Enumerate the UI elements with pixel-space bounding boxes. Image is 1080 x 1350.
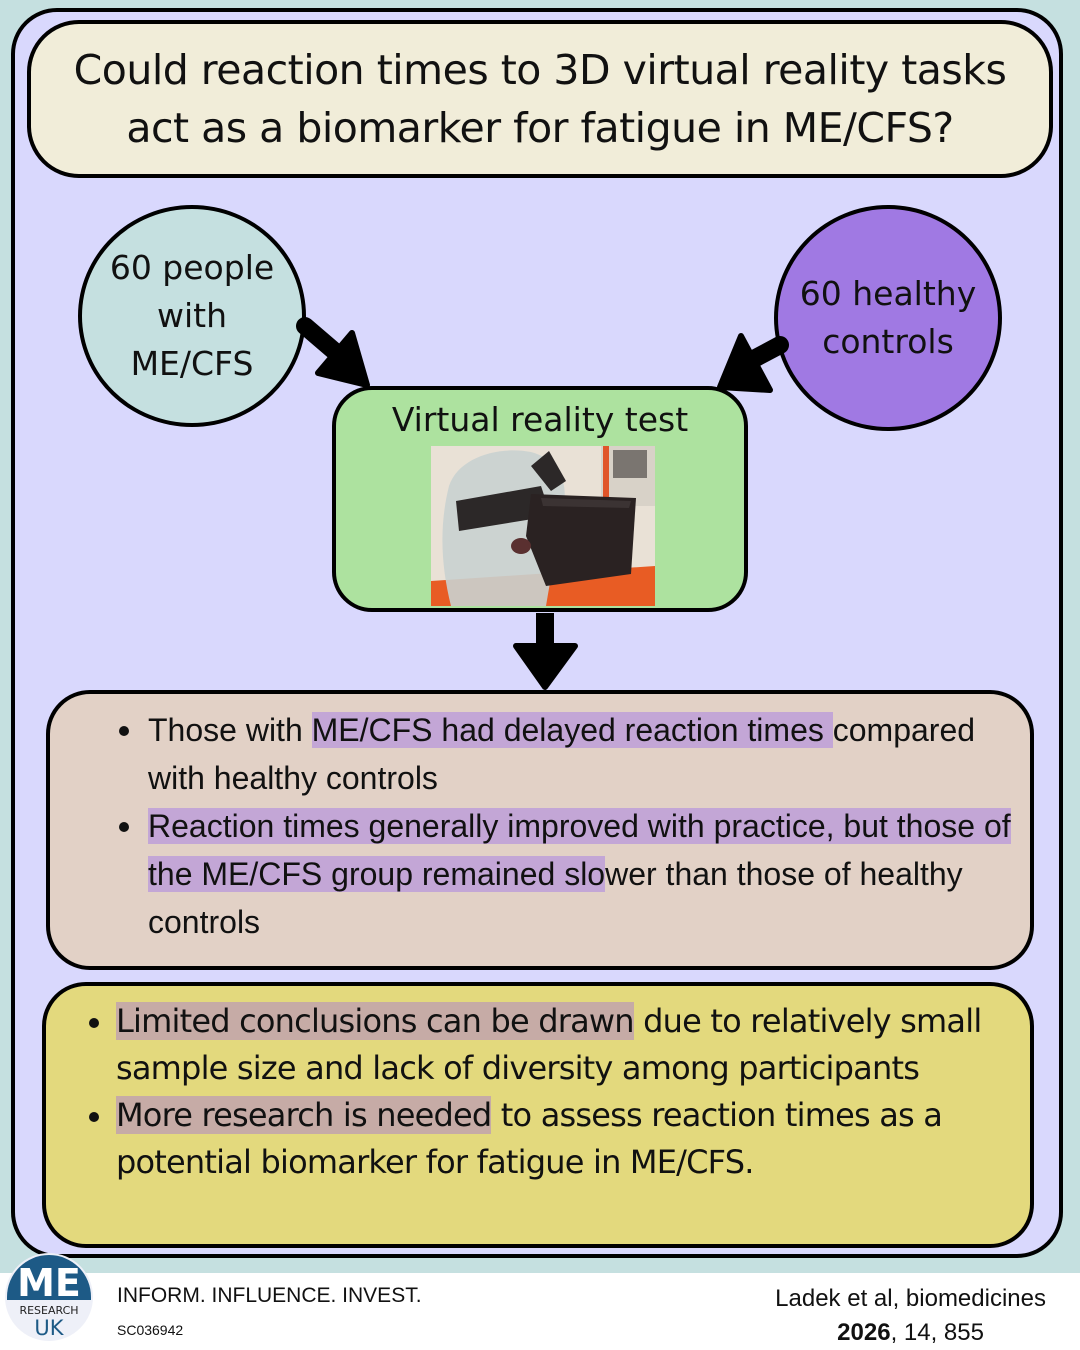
citation-volume: , 14, 855 (890, 1319, 984, 1346)
controls-label-line: controls (822, 322, 954, 361)
limitation-text: to assess reaction times as a potential … (116, 1096, 943, 1181)
arrow-controls-to-test-icon (717, 333, 789, 393)
citation: Ladek et al, biomedicines 2026, 14, 855 (775, 1282, 1046, 1350)
limitation-item: More research is needed to assess reacti… (89, 1092, 1026, 1186)
me-cfs-group-circle: 60 people with ME/CFS (78, 205, 306, 427)
vr-test-title: Virtual reality test (391, 400, 689, 439)
controls-label-line: 60 healthy (799, 274, 977, 313)
results-box: Those with ME/CFS had delayed reaction t… (46, 690, 1034, 970)
limitations-box: Limited conclusions can be drawn due to … (42, 982, 1034, 1248)
vr-test-box: Virtual reality test (332, 386, 748, 612)
limitation-highlight: Limited conclusions can be drawn (116, 1002, 635, 1040)
question-title: Could reaction times to 3D virtual reali… (73, 46, 1007, 152)
arrow-me-to-test-icon (296, 317, 370, 388)
logo-uk-text: UK (34, 1316, 64, 1340)
me-research-uk-logo: ME RESEARCH UK (4, 1252, 94, 1342)
citation-year: 2026 (837, 1319, 891, 1346)
limitation-item: Limited conclusions can be drawn due to … (89, 998, 1026, 1092)
result-highlight: ME/CFS had delayed reaction times (311, 712, 833, 748)
logo-me-text: ME (17, 1261, 81, 1305)
result-item: Reaction times generally improved with p… (119, 802, 1036, 946)
result-text: Those with (148, 712, 312, 748)
limitation-text: due to relatively small sample size and … (116, 1002, 982, 1087)
tagline: INFORM. INFLUENCE. INVEST. (117, 1284, 422, 1307)
me-cfs-label-line: with (156, 296, 227, 335)
results-list: Those with ME/CFS had delayed reaction t… (119, 706, 1036, 946)
citation-line2: 2026, 14, 855 (775, 1316, 1046, 1350)
result-text: compared with healthy controls (148, 712, 976, 796)
result-text: wer than those of healthy controls (148, 856, 963, 940)
logo-research-text: RESEARCH (19, 1304, 78, 1317)
vr-headset-photo (431, 446, 655, 606)
arrow-test-to-results-icon (513, 613, 578, 690)
limitations-list: Limited conclusions can be drawn due to … (89, 998, 1026, 1186)
charity-number: SC036942 (117, 1322, 184, 1338)
limitation-highlight: More research is needed (116, 1096, 492, 1134)
question-title-box: Could reaction times to 3D virtual reali… (27, 20, 1053, 178)
me-cfs-label-line: 60 people (109, 248, 275, 287)
healthy-controls-circle: 60 healthy controls (774, 205, 1002, 431)
me-cfs-label-line: ME/CFS (130, 344, 254, 383)
vr-headset-icon (431, 446, 655, 606)
citation-line1: Ladek et al, biomedicines (775, 1285, 1046, 1312)
result-item: Those with ME/CFS had delayed reaction t… (119, 706, 1036, 802)
